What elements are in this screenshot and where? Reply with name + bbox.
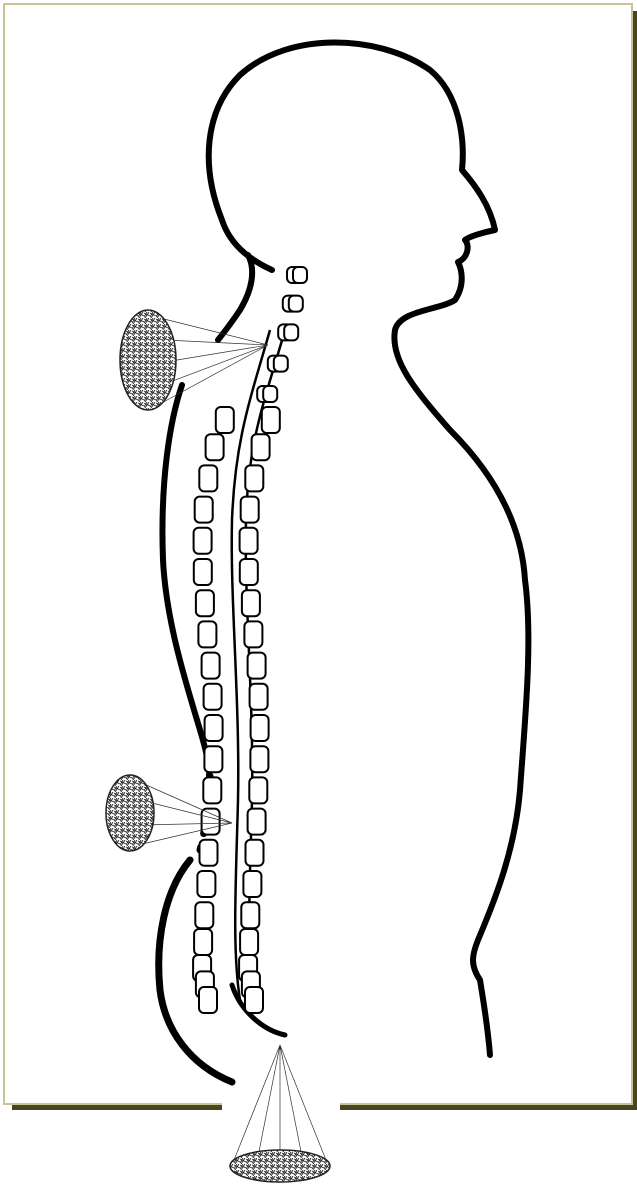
- vertebra-right: [240, 929, 258, 955]
- vertebra-left: [195, 497, 213, 523]
- frame-gap: [222, 1100, 340, 1114]
- vertebra-right: [250, 746, 268, 772]
- vertebra-right: [274, 356, 288, 372]
- vertebra-right: [289, 296, 303, 312]
- vertebra-left: [203, 777, 221, 803]
- vertebra-left: [194, 528, 212, 554]
- vertebra-right: [248, 809, 266, 835]
- cone-neck-mouth: [120, 310, 176, 410]
- vertebra-left: [197, 871, 215, 897]
- vertebra-right: [244, 621, 262, 647]
- vertebra-right: [262, 407, 280, 433]
- vertebra-right: [245, 987, 263, 1013]
- vertebra-right: [243, 871, 261, 897]
- vertebra-left: [216, 407, 234, 433]
- vertebra-right: [241, 902, 259, 928]
- vertebra-left: [202, 653, 220, 679]
- vertebra-left: [199, 465, 217, 491]
- vertebra-right: [248, 653, 266, 679]
- cone-base-mouth: [230, 1150, 330, 1182]
- vertebra-right: [246, 840, 264, 866]
- picture-frame: [4, 4, 637, 1114]
- vertebra-left: [194, 559, 212, 585]
- vertebra-left: [206, 434, 224, 460]
- vertebra-left: [204, 684, 222, 710]
- vertebra-left: [204, 746, 222, 772]
- vertebra-right: [241, 497, 259, 523]
- vertebra-right: [284, 324, 298, 340]
- vertebra-left: [195, 902, 213, 928]
- vertebra-left: [199, 987, 217, 1013]
- vertebra-left: [202, 809, 220, 835]
- vertebra-right: [249, 777, 267, 803]
- vertebra-right: [242, 590, 260, 616]
- frame-border: [4, 4, 632, 1104]
- vertebra-right: [263, 386, 277, 402]
- vertebra-left: [194, 929, 212, 955]
- vertebra-right: [252, 434, 270, 460]
- vertebra-right: [251, 715, 269, 741]
- vertebra-left: [196, 590, 214, 616]
- cone-lumbar-mouth: [106, 775, 154, 851]
- vertebra-right: [293, 267, 307, 283]
- vertebra-right: [250, 684, 268, 710]
- vertebra-left: [205, 715, 223, 741]
- vertebra-right: [240, 559, 258, 585]
- vertebra-left: [200, 840, 218, 866]
- vertebra-left: [198, 621, 216, 647]
- vertebra-right: [240, 528, 258, 554]
- vertebra-right: [245, 465, 263, 491]
